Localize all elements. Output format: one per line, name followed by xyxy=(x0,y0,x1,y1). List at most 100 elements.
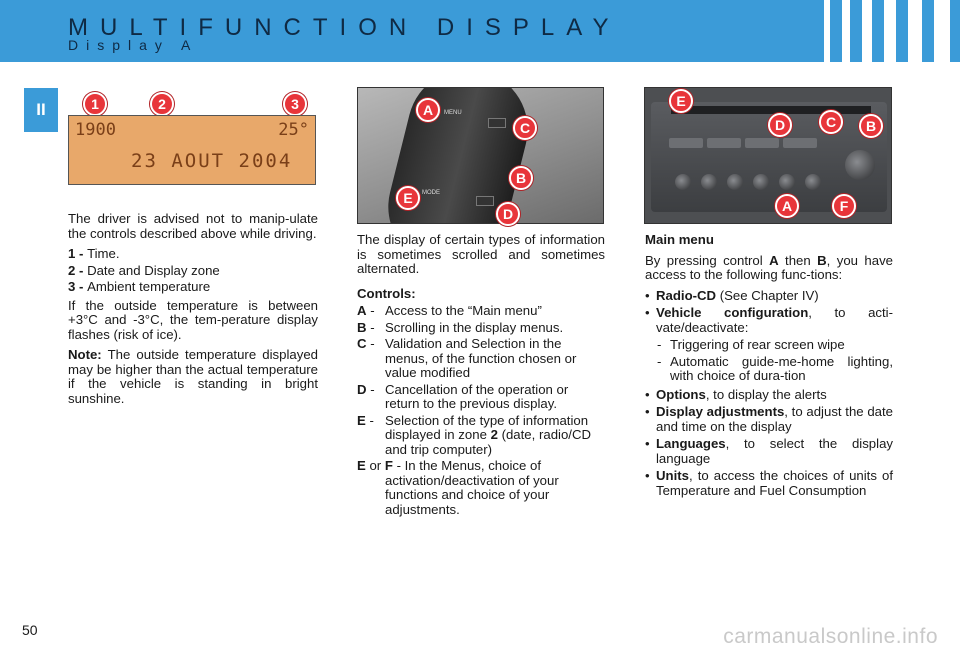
control-key: E xyxy=(357,458,366,473)
column-middle: The display of certain types of informat… xyxy=(357,232,605,519)
bullet-text: Units, to access the choices of units of… xyxy=(656,468,893,498)
radio-faceplate xyxy=(651,102,887,212)
bullet-dot: • xyxy=(645,386,650,402)
item-text: Ambient temperature xyxy=(87,279,211,294)
header-stripe xyxy=(884,0,896,62)
control-item: D -Cancellation of the operation or retu… xyxy=(357,382,605,412)
menu-bullet: • Units, to access the choices of units o… xyxy=(645,468,893,498)
sub-text: Automatic guide-me-home lighting, with c… xyxy=(670,353,893,383)
control-text-b: (date, radio/CD and trip computer) xyxy=(385,427,592,457)
page-subtitle: Display A xyxy=(68,37,199,53)
control-key: F xyxy=(384,458,393,473)
bullet-dot: • xyxy=(645,287,650,303)
selector-knob xyxy=(845,150,875,180)
sub-item: -Automatic guide-me-home lighting, with … xyxy=(657,353,893,384)
preset-knob xyxy=(727,174,743,190)
lcd-date: 23 AOUT 2004 xyxy=(131,150,293,172)
radio-button xyxy=(707,138,741,148)
callout-1: 1 xyxy=(83,92,107,116)
bullet-label: Display adjustments xyxy=(656,404,785,419)
bullet-label: Options xyxy=(656,386,706,402)
page-title: MULTIFUNCTION DISPLAY xyxy=(68,14,621,41)
header-stripe xyxy=(908,0,922,62)
item-key: 2 - xyxy=(68,262,88,278)
temperature-paragraph: If the outside temperature is between +3… xyxy=(68,297,318,342)
lcd-time: 1900 xyxy=(75,120,116,140)
control-item: A - Access to the “Main menu” xyxy=(357,303,605,319)
control-key-wrap: C - xyxy=(357,336,375,351)
sub-item: -Triggering of rear screen wipe xyxy=(657,337,893,353)
control-item: E - Selection of the type of information … xyxy=(357,412,605,458)
item-text: Time. xyxy=(87,246,120,261)
stalk-button xyxy=(476,196,494,206)
control-key-wrap: E - xyxy=(357,412,374,428)
stalk-mode-label: MODE xyxy=(422,190,440,196)
bullet-dot: • xyxy=(645,468,650,483)
section-tab: II xyxy=(24,88,58,132)
callout-e: E xyxy=(396,186,420,210)
preset-knob xyxy=(701,174,717,190)
item-key: 3 - xyxy=(68,279,88,294)
control-zone: 2 xyxy=(490,427,498,442)
intro-key-b: B xyxy=(817,252,827,268)
bullet-desc: , to display the alerts xyxy=(705,386,827,402)
bullet-text: Options, to display the alerts xyxy=(656,386,893,403)
bullet-text: Languages, to select the display languag… xyxy=(656,436,893,466)
bullet-text: Radio-CD (See Chapter IV) xyxy=(656,287,893,304)
control-key: A xyxy=(357,303,367,318)
stalk-photo: MENU MODE xyxy=(357,87,604,224)
column-right: Main menu By pressing control A then B, … xyxy=(645,232,893,501)
preset-knob xyxy=(805,174,821,190)
control-key: B xyxy=(357,319,367,335)
lcd-temperature: 25° xyxy=(278,120,309,140)
callout-d: D xyxy=(768,113,792,137)
bullet-label: Radio-CD xyxy=(656,287,717,303)
menu-bullet: • Options, to display the alerts xyxy=(645,386,893,403)
bullet-dot: • xyxy=(645,404,650,419)
stalk-button xyxy=(488,118,506,128)
menu-bullet: • Vehicle configuration, to acti-vate/dea… xyxy=(645,305,893,335)
list-item: 2 - Date and Display zone xyxy=(68,262,318,279)
control-or: or xyxy=(365,458,385,473)
bullet-label: Languages xyxy=(656,436,726,451)
control-key-wrap: A - xyxy=(357,303,375,318)
preset-knob xyxy=(675,174,691,190)
menu-bullet: • Display adjustments, to adjust the date… xyxy=(645,404,893,434)
item-text: Date and Display zone xyxy=(87,262,220,278)
bullet-text: Vehicle configuration, to acti-vate/deac… xyxy=(656,305,893,335)
control-item: C - Validation and Selection in the menus… xyxy=(357,336,605,381)
callout-a: A xyxy=(775,194,799,218)
sub-text: Triggering of rear screen wipe xyxy=(670,337,845,352)
header-band: MULTIFUNCTION DISPLAY Display A xyxy=(0,0,960,62)
callout-e: E xyxy=(669,89,693,113)
main-menu-intro: By pressing control A then B, you have a… xyxy=(645,252,893,283)
intro-key-a: A xyxy=(769,252,779,268)
control-text: Access to the “Main menu” xyxy=(385,303,542,318)
bullet-dot: • xyxy=(645,305,650,320)
page-number: 50 xyxy=(22,622,38,638)
control-item: E or F - In the Menus, choice of activat… xyxy=(357,458,605,517)
control-text-a: Selection of the type of information dis… xyxy=(385,412,589,442)
sub-dash: - xyxy=(657,353,662,369)
control-text: Scrolling in the display menus. xyxy=(385,319,564,335)
callout-c: C xyxy=(819,110,843,134)
control-text: - In the Menus, choice of activation/dea… xyxy=(385,458,559,517)
header-stripe xyxy=(842,0,850,62)
header-stripe xyxy=(934,0,950,62)
intro-e: , you have access to the following func-… xyxy=(645,252,893,282)
control-text: Selection of the type of information dis… xyxy=(385,412,605,458)
radio-photo xyxy=(644,87,892,224)
callout-2: 2 xyxy=(150,92,174,116)
radio-button xyxy=(669,138,703,148)
note-text: The outside temperature displayed may be… xyxy=(68,347,318,406)
callout-b: B xyxy=(859,114,883,138)
bullet-desc: , to adjust the date and time on the dis… xyxy=(656,404,893,434)
main-menu-heading: Main menu xyxy=(645,232,714,247)
callout-f: F xyxy=(832,194,856,218)
control-text: Validation and Selection in the menus, o… xyxy=(385,336,577,380)
menu-bullet: •Languages, to select the display langua… xyxy=(645,436,893,466)
menu-bullet: • Radio-CD (See Chapter IV) xyxy=(645,287,893,304)
radio-button xyxy=(783,138,817,148)
watermark: carmanualsonline.info xyxy=(723,625,938,648)
bullet-desc: (See Chapter IV) xyxy=(716,287,819,303)
